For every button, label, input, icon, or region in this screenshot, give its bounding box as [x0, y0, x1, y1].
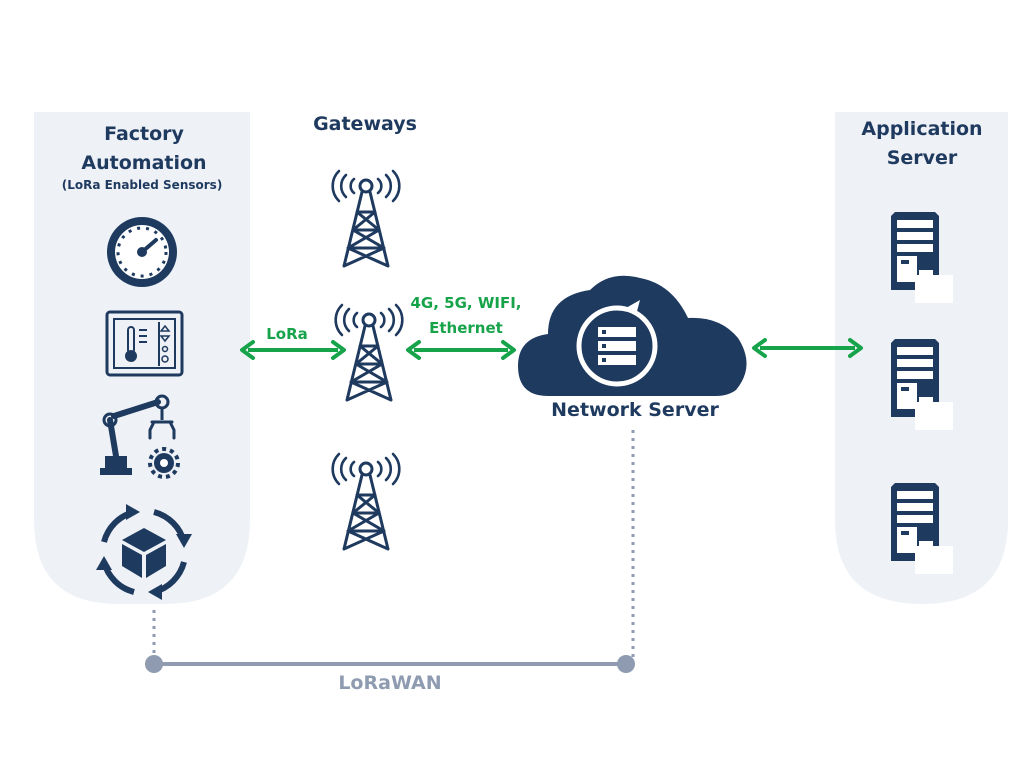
lora-link-label: LoRa — [266, 325, 308, 343]
left-panel-background — [34, 112, 250, 604]
application-server-title-line1: Application — [861, 118, 983, 140]
tower-icon — [334, 303, 404, 402]
thermostat-icon — [105, 310, 184, 377]
cloud-server-icon — [518, 275, 747, 396]
left-panel-subtitle: (LoRa Enabled Sensors) — [61, 178, 223, 192]
left-panel-title: Factory Automation — [81, 123, 207, 174]
application-server-title-line2: Server — [886, 147, 958, 169]
supply-cycle-icon — [96, 504, 192, 600]
gateways-title: Gateways — [313, 113, 417, 135]
tower-icon — [331, 169, 401, 268]
robot-arm-icon — [100, 394, 180, 479]
gauge-icon — [107, 217, 177, 287]
lorawan-span-bracket — [145, 430, 635, 673]
backhaul-link-label-line2: Ethernet — [429, 319, 503, 337]
application-link-arrow — [752, 338, 863, 358]
lora-link-arrow — [240, 340, 346, 360]
network-server-label: Network Server — [551, 399, 719, 421]
backhaul-link-label-line1: 4G, 5G, WIFI, — [410, 294, 522, 312]
lorawan-label: LoRaWAN — [338, 672, 442, 694]
backhaul-link-arrow — [406, 340, 516, 360]
tower-icon — [331, 452, 401, 551]
